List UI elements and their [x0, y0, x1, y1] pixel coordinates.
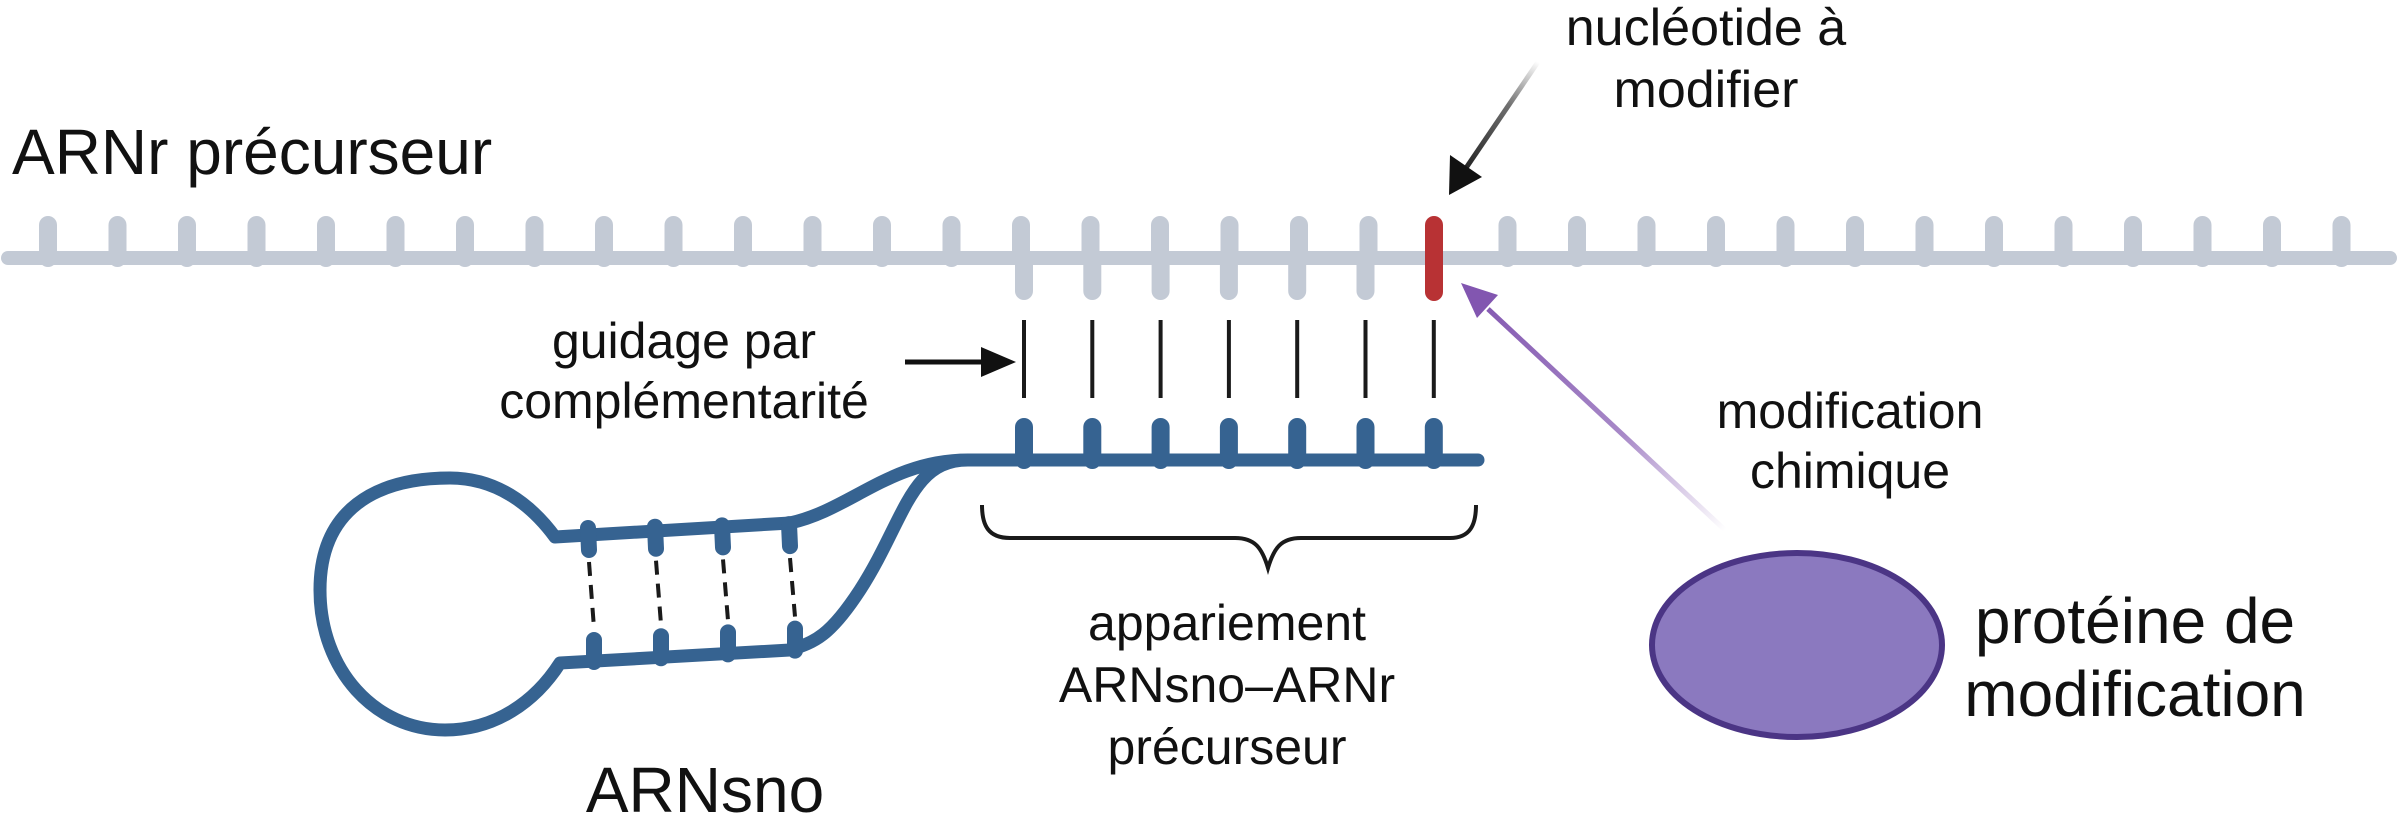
stem-base-pair-dash	[654, 560, 663, 625]
stem-base-pair-dash	[721, 559, 730, 621]
modification-protein	[1649, 550, 1945, 740]
base-pair-lines	[1022, 320, 1436, 398]
stem-base-pair-dash	[587, 561, 596, 629]
precursor-rrna-label: ARNr précurseur	[12, 116, 492, 188]
protein-label-line2: modification	[1964, 658, 2306, 730]
target-nucleotide-arrow	[1449, 60, 1541, 195]
stem-base-pair-dash	[788, 557, 797, 617]
chemical-modification-label-line2: chimique	[1750, 443, 1950, 499]
pairing-label-line2: ARNsno–ARNr	[1059, 657, 1395, 713]
precursor-paired-nucleotides	[1015, 249, 1375, 300]
protein-label-line1: protéine de	[1975, 585, 2295, 657]
target-nucleotide-label-line2: modifier	[1614, 61, 1799, 119]
precursor-upward-nucleotides	[39, 216, 2351, 267]
guidance-label-line1: guidage par	[552, 313, 816, 369]
snorna-stem-base-pairs	[580, 516, 803, 670]
snorna-label: ARNsno	[586, 754, 824, 818]
stem-nucleotide-top	[580, 520, 597, 558]
snorna-guide-strand	[313, 453, 1485, 737]
chemical-modification-label-line1: modification	[1717, 383, 1984, 439]
stem-nucleotide-top	[781, 516, 798, 555]
pairing-label-line1: appariement	[1088, 595, 1366, 651]
pairing-label-line3: précurseur	[1108, 719, 1347, 775]
chemical-modification-arrow	[1461, 283, 1727, 532]
pairing-bracket	[980, 504, 1478, 575]
guidance-label-line2: complémentarité	[499, 373, 869, 429]
target-nucleotide-label-line1: nucléotide à	[1566, 0, 1847, 57]
stem-nucleotide-top	[647, 518, 664, 557]
stem-nucleotide-top	[714, 517, 731, 556]
guidance-arrow	[905, 347, 1016, 377]
